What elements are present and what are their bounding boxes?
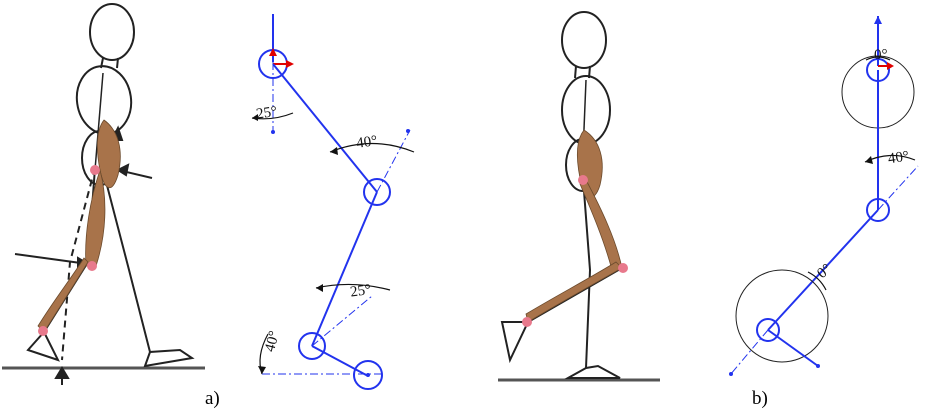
stance-foot-2 [564,364,621,379]
head [89,3,135,61]
toe-joint [353,360,383,390]
angle-label-ankle: 40° [262,329,283,353]
panel-label-b: b) [752,388,768,409]
angle-arc-thigh [329,142,415,153]
skeleton-diagram-b: 0° 40° 0° [729,16,919,376]
angle-arc-top-b [865,56,891,61]
joint-markers-stance [38,165,100,336]
head-2 [561,11,607,69]
knee-joint [363,178,391,206]
rear-foot [26,330,60,362]
knee-range-circle [735,269,829,363]
shank-extension [311,295,373,347]
front-leg [102,169,151,353]
foot-segment [311,345,369,377]
foot-segment-b [767,329,819,367]
ankle-joint [298,332,326,360]
thigh-segment [272,63,378,193]
swing-foot-2 [500,321,530,364]
joint-markers-swing [522,175,628,327]
angle-label-thigh: 40° [355,133,378,152]
shank-extension-b [729,329,769,376]
stance-leg-2 [582,177,592,369]
shank-segment [311,191,378,347]
walking-figure-swing [498,11,660,382]
muscle-bundles-swing [525,129,623,323]
force-arrow-knee [14,253,89,265]
angle-label-top-b: 0° [874,47,888,63]
muscle-bundles-stance [37,119,121,333]
angle-label-hip: 25° [255,104,278,123]
ankle-joint-b [756,318,780,342]
panel-label-a: a) [205,388,220,409]
shank-segment-b [767,209,879,331]
angle-arc-knee-b [807,271,827,291]
skeleton-diagram-a: 25° 40° 25° 40° [251,14,415,390]
front-foot [143,348,195,368]
angle-label-hip-b: 40° [887,149,910,168]
thigh-extension [376,129,411,193]
angle-label-knee: 25° [349,282,372,301]
knee-joint-b [866,198,890,222]
hip-reference-b [877,165,919,211]
spine-line [94,72,104,171]
